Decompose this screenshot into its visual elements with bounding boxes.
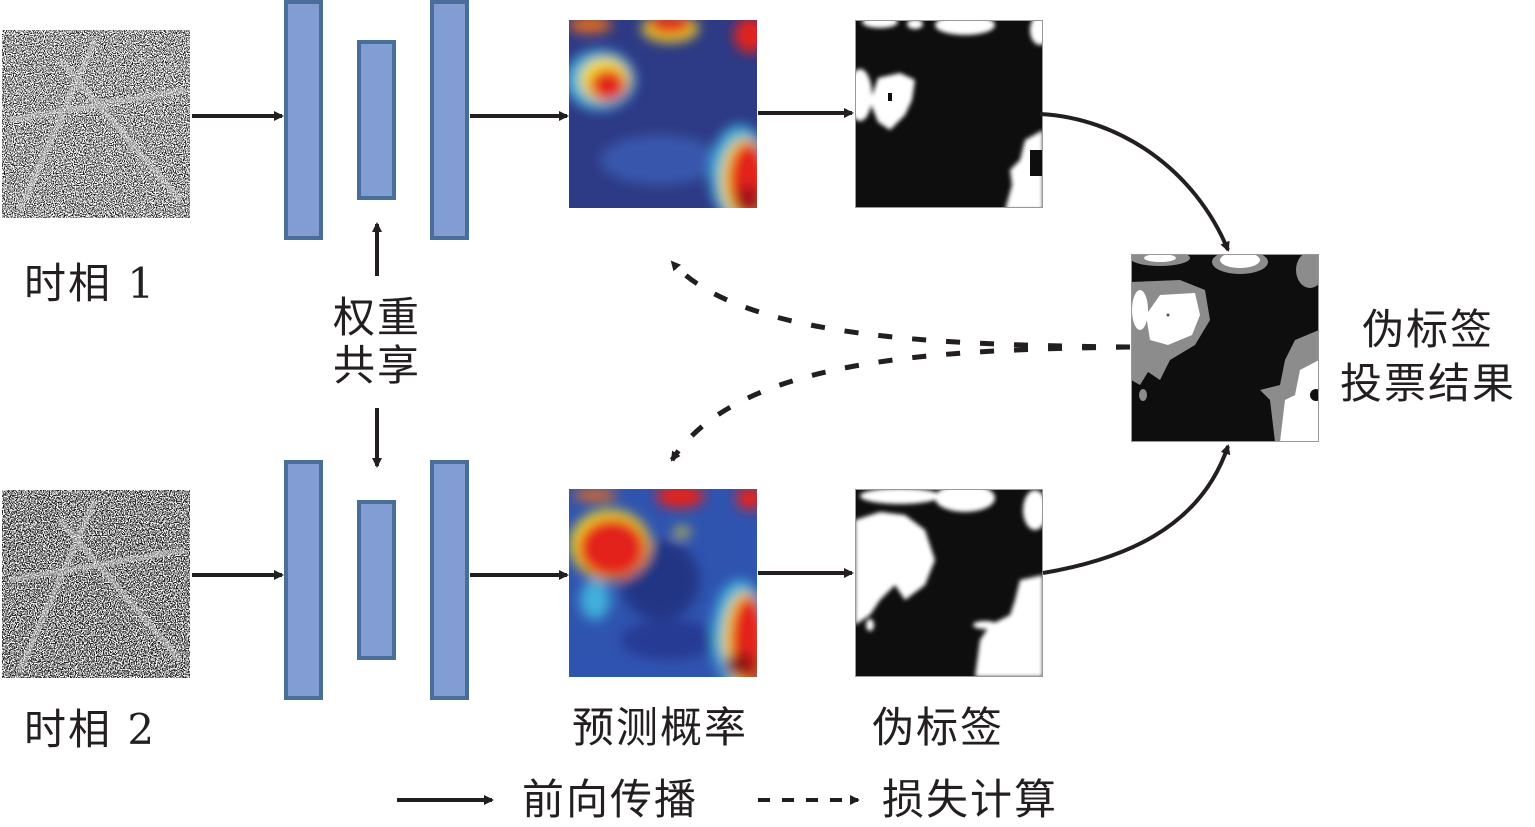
sar-image-time2 [2, 490, 190, 678]
encoder-top-layer-2 [357, 40, 396, 200]
vote-result-line2: 投票结果 [1339, 359, 1516, 408]
pseudo-label-bottom [855, 489, 1043, 677]
arrow-label2-to-vote [1042, 444, 1231, 575]
arrow-label1-to-vote [1039, 112, 1230, 252]
probability-map-bottom [569, 489, 757, 677]
weight-sharing-line1: 权重 [332, 293, 421, 342]
vote-result-line1: 伪标签 [1361, 305, 1494, 354]
loss-arrow-to-prob-top [670, 260, 1131, 350]
encoder-top-layer-1 [284, 0, 323, 240]
encoder-bottom [284, 460, 469, 700]
probability-map-top [569, 20, 757, 208]
legend-forward-label: 前向传播 [522, 775, 699, 824]
encoder-top-layer-3 [430, 0, 469, 240]
weight-sharing-label: 权重 共享 [315, 294, 439, 390]
pseudo-label-top [855, 20, 1043, 208]
encoder-bottom-layer-1 [284, 460, 323, 700]
encoder-top [284, 0, 469, 240]
vote-result-label: 伪标签 投票结果 [1322, 306, 1534, 408]
loss-arrow-to-prob-bottom [669, 344, 1131, 462]
weight-sharing-line2: 共享 [332, 341, 421, 390]
encoder-bottom-layer-3 [430, 460, 469, 700]
encoder-bottom-layer-2 [357, 500, 396, 660]
legend-loss-label: 损失计算 [882, 775, 1059, 824]
sar-image-time1 [2, 30, 190, 218]
input-label-time1: 时相 1 [24, 259, 157, 308]
input-label-time2: 时相 2 [24, 705, 157, 754]
probability-label: 预测概率 [572, 703, 749, 752]
pseudo-label-caption: 伪标签 [872, 703, 1005, 752]
vote-result-map [1131, 254, 1319, 442]
